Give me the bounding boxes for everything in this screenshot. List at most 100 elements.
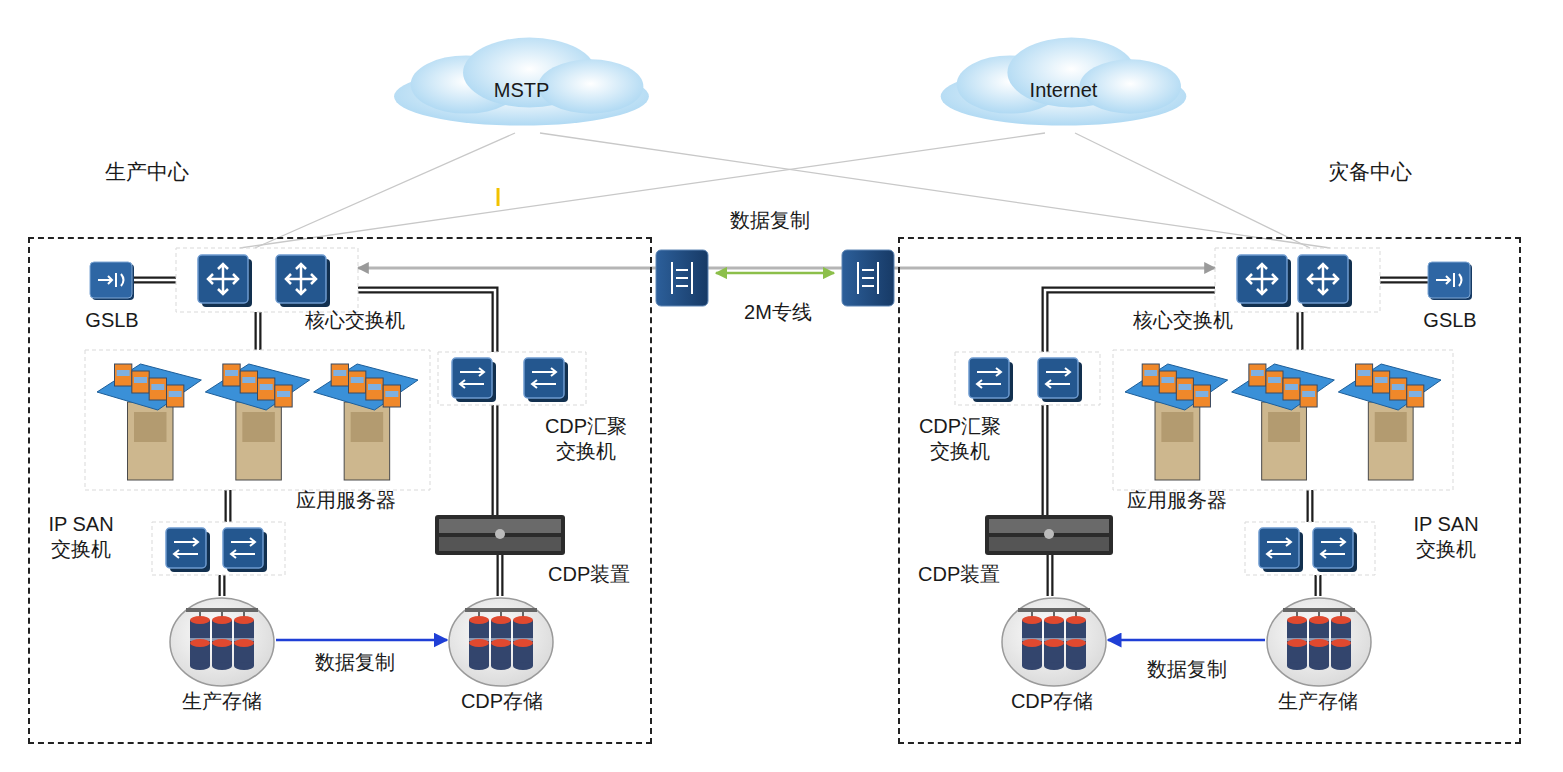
device-node: GSLB (90, 262, 132, 298)
cable-gap (1044, 405, 1047, 515)
srv-graphic (85, 350, 430, 490)
device-label: GSLB (85, 308, 138, 333)
connector (1042, 405, 1049, 515)
device-label: CDP存储 (461, 689, 543, 714)
device-label: CDP汇聚 交换机 (909, 414, 1011, 464)
sw2-graphic (1245, 522, 1375, 575)
cdp-icon (985, 515, 1113, 555)
device-node: IP SAN 交换机 (152, 522, 285, 575)
line-device (656, 250, 708, 306)
cable-gap (1317, 575, 1320, 596)
connector (276, 639, 447, 642)
device-label: CDP装置 (548, 562, 630, 587)
gslb-graphic (90, 262, 132, 298)
device-node: CDP装置 (985, 515, 1113, 555)
connector (132, 277, 176, 284)
store-icon (170, 598, 274, 686)
connector (497, 555, 504, 596)
gslb-icon (1428, 262, 1472, 300)
device-node: 生产存储 (168, 596, 276, 688)
sw2-icon (438, 352, 586, 405)
store-graphic (1000, 596, 1108, 688)
edge-label: 数据复制 (1144, 657, 1230, 682)
connector (1047, 555, 1054, 596)
connector (1307, 490, 1314, 522)
device-node: 核心交换机 (176, 248, 358, 312)
cable-gap (1049, 555, 1052, 596)
core-graphic (1215, 248, 1380, 312)
cloud-icon (941, 38, 1187, 126)
connector (492, 405, 499, 515)
store-graphic (1265, 596, 1373, 688)
store-icon (1267, 598, 1371, 686)
label-holder: 应用服务器 (1127, 488, 1227, 513)
label-holder: IP SAN 交换机 (40, 512, 122, 562)
device-label: GSLB (1423, 308, 1476, 333)
connector (1315, 575, 1322, 596)
label-holder: CDP存储 (1011, 689, 1093, 714)
connector (255, 133, 515, 248)
connector (1108, 639, 1265, 642)
cdp-graphic (435, 515, 565, 555)
device-label: MSTP (494, 78, 550, 103)
device-node: 应用服务器 (1113, 350, 1453, 490)
device-label: 生产存储 (182, 689, 262, 714)
network-cloud: MSTP (383, 36, 660, 133)
label-holder: CDP汇聚 交换机 (909, 414, 1011, 464)
cable-gap (132, 279, 176, 282)
cable-gap (227, 490, 230, 522)
device-node: 应用服务器 (85, 350, 430, 490)
sw2-graphic (438, 352, 586, 405)
sw2-graphic (955, 352, 1100, 405)
label-holder: 灾备中心 (1328, 159, 1412, 185)
connector (358, 267, 1215, 270)
label-holder: IP SAN 交换机 (1405, 512, 1487, 562)
srv-icon (1113, 350, 1453, 490)
device-node: CDP装置 (435, 515, 565, 555)
device-label: CDP存储 (1011, 689, 1093, 714)
label-holder: CDP装置 (918, 562, 1000, 587)
store-icon (1002, 598, 1106, 686)
edge-label: 2M专线 (741, 300, 815, 325)
line-device (842, 250, 894, 306)
cable-gap (499, 555, 502, 596)
device-label: IP SAN 交换机 (1405, 512, 1487, 562)
sw2-icon (152, 522, 285, 575)
core-graphic (176, 248, 358, 312)
store-graphic (447, 596, 555, 688)
device-label: 应用服务器 (1127, 488, 1227, 513)
sw2-graphic (152, 522, 285, 575)
device-node: 核心交换机 (1215, 248, 1380, 312)
connector (225, 490, 232, 522)
label-holder: 生产存储 (1278, 689, 1358, 714)
cdp-icon (435, 515, 565, 555)
core-icon (176, 248, 358, 312)
label-holder: CDP存储 (461, 689, 543, 714)
connector (1380, 277, 1428, 284)
label-holder: MSTP (494, 78, 550, 103)
label-holder: 生产中心 (105, 159, 189, 185)
device-label: 核心交换机 (1133, 308, 1233, 333)
label-holder: CDP装置 (548, 562, 630, 587)
label-holder: 核心交换机 (1133, 308, 1233, 333)
connector (240, 133, 1045, 248)
edge-label: 数据复制 (312, 650, 398, 675)
label-holder: GSLB (85, 308, 138, 333)
device-label: 应用服务器 (296, 488, 396, 513)
device-label: 核心交换机 (305, 308, 405, 333)
device-node: 生产存储 (1265, 596, 1373, 688)
device-node: IP SAN 交换机 (1245, 522, 1375, 575)
label-holder: Internet (1030, 78, 1098, 103)
link-arrow (716, 272, 834, 275)
device-label: CDP装置 (918, 562, 1000, 587)
store-graphic (168, 596, 276, 688)
cable-gap (257, 312, 260, 350)
srv-graphic (1113, 350, 1453, 490)
site-title: 灾备中心 (1328, 159, 1412, 185)
label-holder: 应用服务器 (296, 488, 396, 513)
device-node: CDP存储 (1000, 596, 1108, 688)
note-label: 数据复制 (727, 208, 813, 233)
label-holder: 核心交换机 (305, 308, 405, 333)
cable-gap (1309, 490, 1312, 522)
